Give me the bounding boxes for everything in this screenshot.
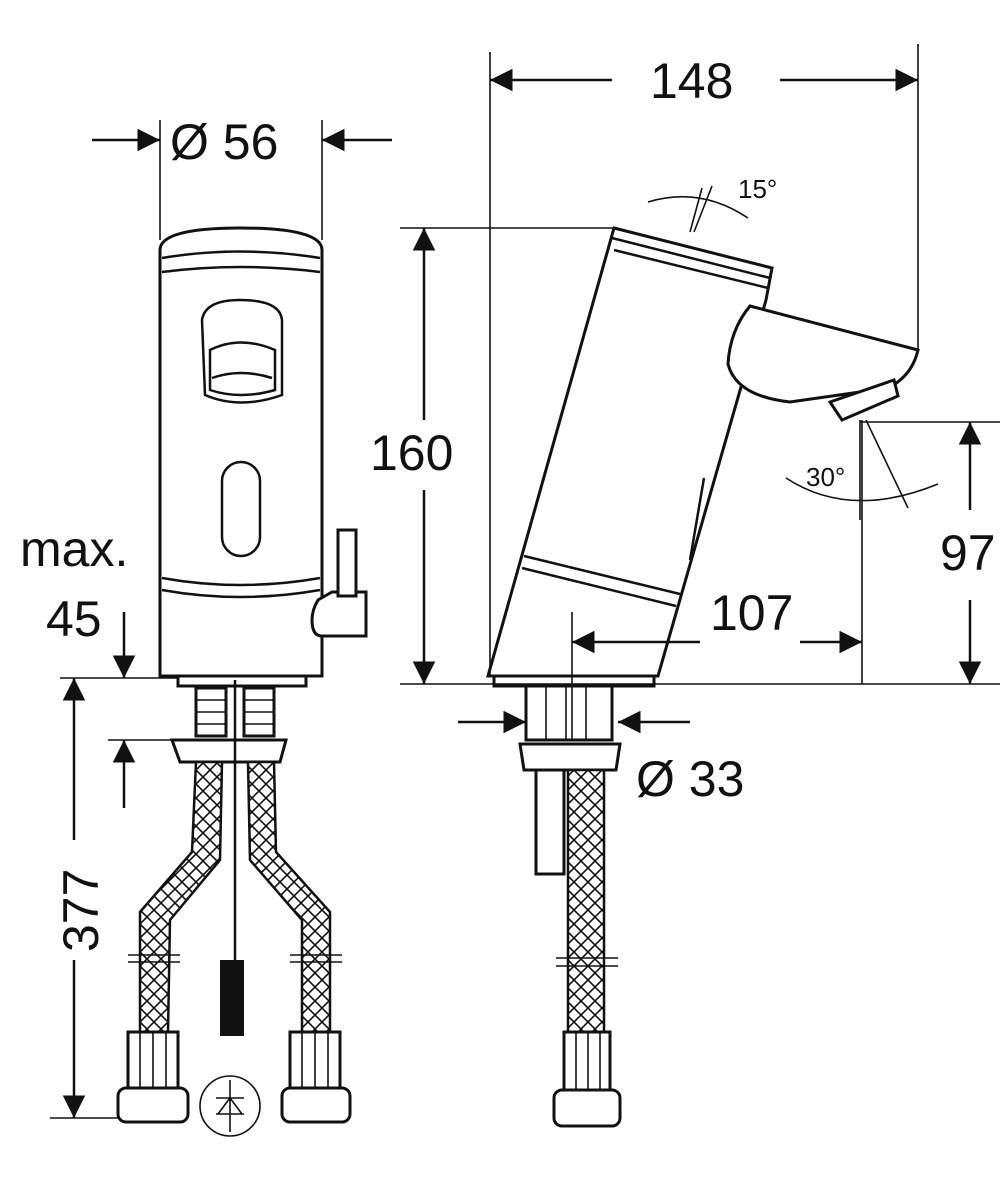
left-hose bbox=[138, 760, 224, 1034]
hose-length-label: 377 bbox=[53, 869, 109, 952]
depth-label: 148 bbox=[650, 53, 733, 109]
max-value-label: 45 bbox=[46, 591, 102, 647]
shank-diameter-label: Ø 33 bbox=[636, 751, 744, 807]
spout bbox=[726, 304, 920, 404]
front-view bbox=[116, 226, 368, 1137]
side-view bbox=[486, 226, 920, 1128]
indicator-slot bbox=[220, 460, 262, 558]
side-hose bbox=[566, 768, 606, 1034]
spout-angle-label: 15° bbox=[738, 174, 777, 204]
sensor-angle-label: 30° bbox=[806, 462, 845, 492]
height-label: 160 bbox=[370, 425, 453, 481]
outlet-height-label: 97 bbox=[940, 525, 996, 581]
battery-pack bbox=[220, 960, 244, 1036]
width-diameter-label: Ø 56 bbox=[170, 114, 278, 170]
max-label: max. bbox=[20, 521, 128, 577]
dimension-lines bbox=[50, 44, 1000, 1119]
sensor-window bbox=[200, 298, 284, 404]
reach-label: 107 bbox=[710, 585, 793, 641]
diode-symbol-icon bbox=[199, 1075, 261, 1137]
front-body bbox=[158, 226, 324, 678]
side-lever bbox=[310, 590, 368, 638]
right-hose bbox=[246, 760, 332, 1034]
